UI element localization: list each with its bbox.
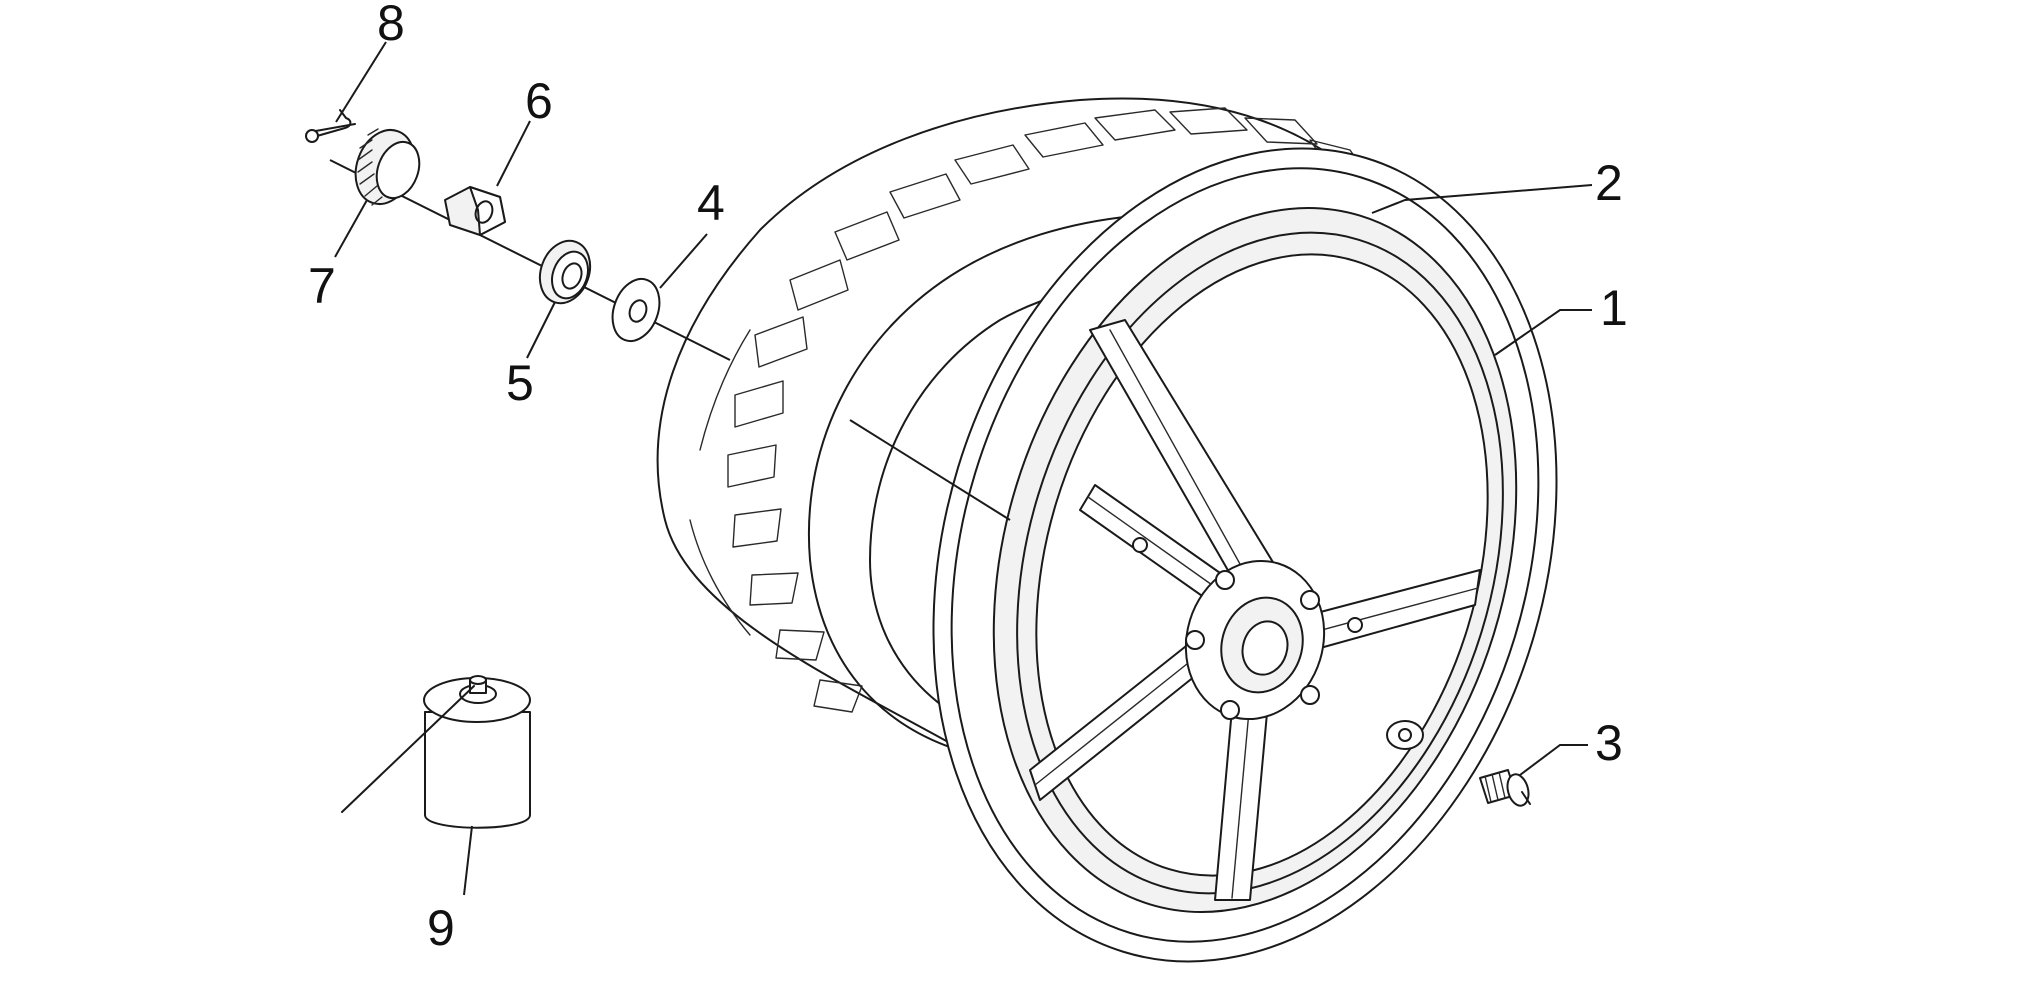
callout-7: 7 (308, 258, 336, 314)
callout-5: 5 (506, 355, 534, 411)
sealant-can (341, 675, 531, 829)
nut-cap (354, 128, 421, 206)
callout-9: 9 (427, 900, 455, 956)
nut (444, 186, 506, 236)
washer (611, 278, 661, 342)
hub (1132, 537, 1363, 721)
split-pin (305, 109, 356, 143)
bushing (538, 239, 592, 305)
callout-2: 2 (1595, 155, 1623, 211)
callout-6: 6 (525, 73, 553, 129)
callout-8: 8 (377, 0, 405, 51)
callout-numbers: 1 2 3 4 5 6 7 8 9 (308, 0, 1628, 956)
valve-hole (1386, 720, 1424, 750)
rim (932, 147, 1558, 963)
leader-lines (334, 41, 1593, 896)
valve (1479, 769, 1531, 807)
axle-line-inner (849, 419, 1011, 521)
callout-4: 4 (697, 175, 725, 231)
callout-1: 1 (1600, 280, 1628, 336)
tread-pattern (689, 107, 1369, 713)
callout-3: 3 (1595, 715, 1623, 771)
